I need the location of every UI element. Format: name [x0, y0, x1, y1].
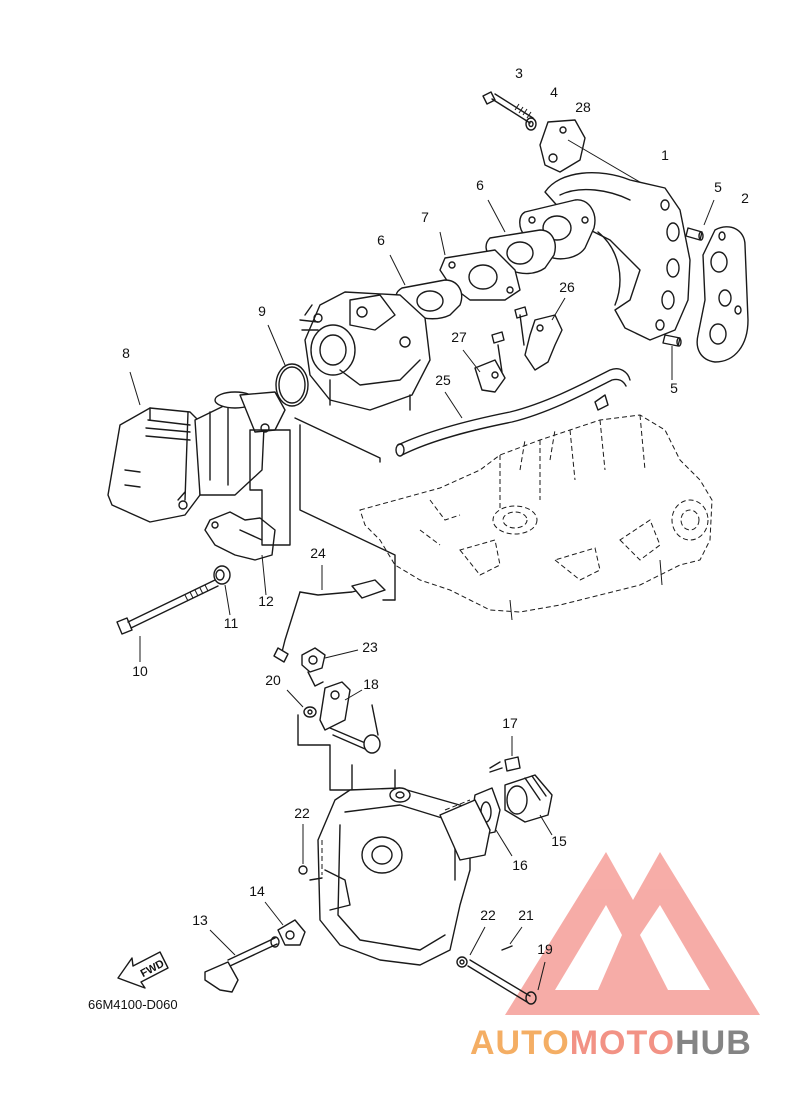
- part-label-p2: 2: [741, 190, 749, 206]
- part-label-p24: 24: [310, 545, 326, 561]
- part-label-p4: 4: [550, 84, 558, 100]
- o-ring-9: [275, 363, 309, 407]
- fwd-arrow-icon: FWD: [117, 951, 169, 989]
- handle-13: [204, 936, 280, 993]
- part-label-p5b: 5: [670, 380, 678, 396]
- grommet-11: [213, 565, 231, 585]
- joint-23: [301, 647, 326, 687]
- part-label-p28: 28: [575, 99, 591, 115]
- bracket-26: [514, 306, 563, 371]
- lever-18: [319, 681, 381, 754]
- part-label-p22b: 22: [480, 907, 496, 923]
- part-label-p18: 18: [363, 676, 379, 692]
- washer-22-right: [456, 956, 468, 968]
- bolt-3: [482, 91, 534, 124]
- part-label-p11: 11: [224, 615, 239, 631]
- fitting-15: [504, 774, 553, 823]
- clamp-27: [474, 331, 506, 393]
- cylinder-block-outline: [359, 414, 713, 621]
- part-label-p3: 3: [515, 65, 523, 81]
- hose-25: [395, 368, 631, 457]
- part-label-p25: 25: [435, 372, 451, 388]
- carburetor: [299, 291, 431, 411]
- knob-14: [277, 919, 306, 946]
- part-label-p9: 9: [258, 303, 266, 319]
- part-label-p17: 17: [502, 715, 518, 731]
- rod-19: [467, 959, 537, 1005]
- part-label-p27: 27: [451, 329, 467, 345]
- bolt-17: [489, 756, 521, 773]
- part-label-p16: 16: [512, 857, 528, 873]
- bracket-12: [204, 511, 276, 561]
- bracket-28: [539, 119, 586, 173]
- part-label-p15: 15: [551, 833, 567, 849]
- watermark-moto: MOTO: [570, 1024, 675, 1062]
- watermark-text: AUTOMOTOHUB: [470, 1024, 752, 1062]
- part-label-p13: 13: [192, 912, 208, 928]
- part-number-labels: 1234285566789252627101112242318201715162…: [122, 65, 749, 957]
- diagram-code: 66M4100-D060: [88, 997, 178, 1012]
- part-label-p6a: 6: [476, 177, 484, 193]
- part-label-p6b: 6: [377, 232, 385, 248]
- gasket-2: [696, 226, 749, 363]
- bolt-10: [116, 579, 219, 635]
- part-label-p8: 8: [122, 345, 130, 361]
- link-rod-24: [273, 579, 386, 663]
- lower-silencer-case: [309, 787, 491, 966]
- part-label-p20: 20: [265, 672, 281, 688]
- silencer-8: [107, 391, 286, 523]
- part-label-p22a: 22: [294, 805, 310, 821]
- part-label-p26: 26: [559, 279, 575, 295]
- watermark-auto: AUTO: [470, 1024, 570, 1062]
- watermark-logo: [505, 852, 760, 1015]
- part-label-p1: 1: [661, 147, 669, 163]
- washer-20: [303, 706, 317, 718]
- washer-4: [525, 117, 537, 131]
- part-label-p10: 10: [132, 663, 148, 679]
- watermark-hub: HUB: [675, 1024, 752, 1062]
- spacer-7: [439, 249, 521, 301]
- part-label-p5a: 5: [714, 179, 722, 195]
- part-label-p14: 14: [249, 883, 265, 899]
- washer-22-left: [298, 865, 308, 875]
- dowel-pin-5-lower: [662, 334, 682, 347]
- part-label-p12: 12: [258, 593, 274, 609]
- part-label-p21: 21: [518, 907, 534, 923]
- part-label-p7: 7: [421, 209, 429, 225]
- part-label-p23: 23: [362, 639, 378, 655]
- part-label-p19: 19: [537, 941, 553, 957]
- pin-21: [501, 945, 513, 951]
- dowel-pin-5-upper: [685, 227, 704, 241]
